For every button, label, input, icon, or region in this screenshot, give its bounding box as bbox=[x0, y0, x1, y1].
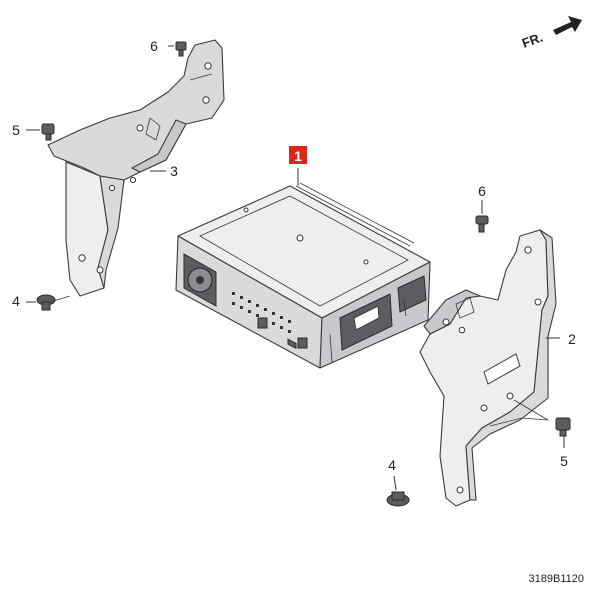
bolt-left bbox=[26, 294, 71, 311]
callout-5-right[interactable]: 5 bbox=[560, 453, 568, 469]
callout-5-left[interactable]: 5 bbox=[12, 122, 20, 138]
callout-1[interactable]: 1 bbox=[294, 148, 302, 164]
audio-unit bbox=[175, 182, 431, 369]
right-bracket bbox=[419, 229, 557, 507]
screw-top-right bbox=[475, 200, 489, 233]
front-direction-indicator: FR. bbox=[520, 16, 582, 51]
screw-top-left bbox=[168, 41, 187, 57]
callout-4-left[interactable]: 4 bbox=[12, 293, 20, 309]
front-arrow-icon bbox=[553, 16, 582, 35]
left-bracket bbox=[47, 39, 225, 297]
fr-label: FR. bbox=[520, 30, 545, 51]
part-1-badge[interactable] bbox=[289, 146, 307, 164]
bolt-right bbox=[386, 475, 410, 507]
screw-right bbox=[489, 399, 571, 448]
callout-2[interactable]: 2 bbox=[568, 331, 576, 347]
screw-left bbox=[26, 123, 55, 141]
callout-4-right[interactable]: 4 bbox=[388, 457, 396, 473]
drawing-code: 3189B1120 bbox=[529, 573, 584, 585]
callout-6-right[interactable]: 6 bbox=[478, 183, 486, 199]
callout-3[interactable]: 3 bbox=[170, 163, 178, 179]
callout-6-left[interactable]: 6 bbox=[150, 38, 158, 54]
